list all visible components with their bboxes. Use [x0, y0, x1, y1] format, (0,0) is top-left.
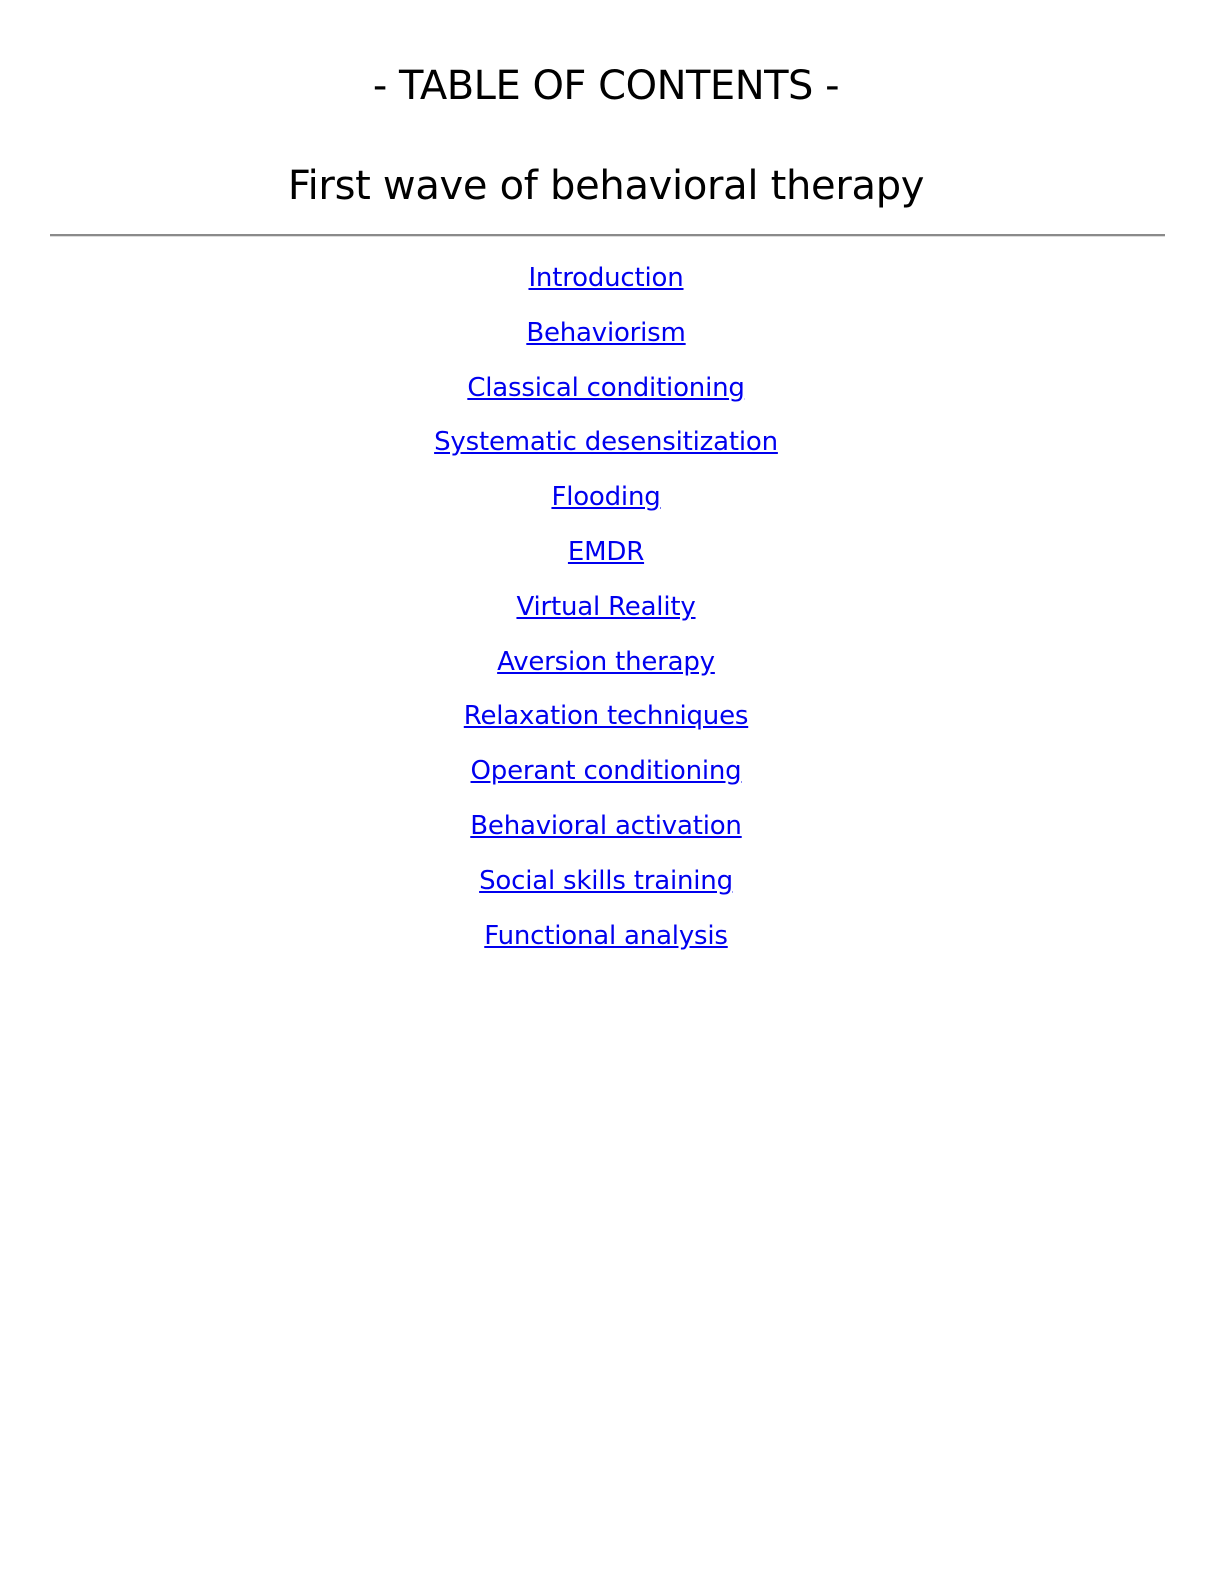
toc-item: Social skills training [0, 857, 1212, 912]
toc-link-systematic-desensitization[interactable]: Systematic desensitization [434, 427, 778, 458]
toc-item: Functional analysis [0, 912, 1212, 967]
toc-item: Virtual Reality [0, 583, 1212, 638]
toc-item: Aversion therapy [0, 638, 1212, 693]
toc-item: Operant conditioning [0, 747, 1212, 802]
toc-item: Systematic desensitization [0, 418, 1212, 473]
toc-link-flooding[interactable]: Flooding [551, 482, 661, 513]
horizontal-divider [50, 234, 1165, 237]
toc-list: Introduction Behaviorism Classical condi… [0, 254, 1212, 966]
toc-title: - TABLE OF CONTENTS - [372, 63, 840, 109]
toc-item: EMDR [0, 528, 1212, 583]
toc-link-behaviorism[interactable]: Behaviorism [526, 317, 686, 348]
toc-item: Behavioral activation [0, 802, 1212, 857]
toc-link-virtual-reality[interactable]: Virtual Reality [516, 591, 696, 622]
toc-item: Flooding [0, 473, 1212, 528]
toc-link-social-skills-training[interactable]: Social skills training [479, 865, 733, 896]
toc-link-operant-conditioning[interactable]: Operant conditioning [470, 756, 742, 787]
toc-link-relaxation-techniques[interactable]: Relaxation techniques [463, 701, 749, 732]
page-subtitle: First wave of behavioral therapy [287, 163, 925, 209]
toc-link-aversion-therapy[interactable]: Aversion therapy [497, 646, 715, 677]
toc-item: Relaxation techniques [0, 692, 1212, 747]
toc-link-introduction[interactable]: Introduction [528, 263, 684, 293]
toc-link-emdr[interactable]: EMDR [567, 536, 645, 567]
toc-link-functional-analysis[interactable]: Functional analysis [484, 920, 728, 951]
toc-item: Classical conditioning [0, 364, 1212, 419]
toc-link-classical-conditioning[interactable]: Classical conditioning [467, 372, 745, 403]
toc-link-behavioral-activation[interactable]: Behavioral activation [470, 810, 742, 841]
toc-item: Introduction [0, 254, 1212, 309]
toc-item: Behaviorism [0, 309, 1212, 364]
